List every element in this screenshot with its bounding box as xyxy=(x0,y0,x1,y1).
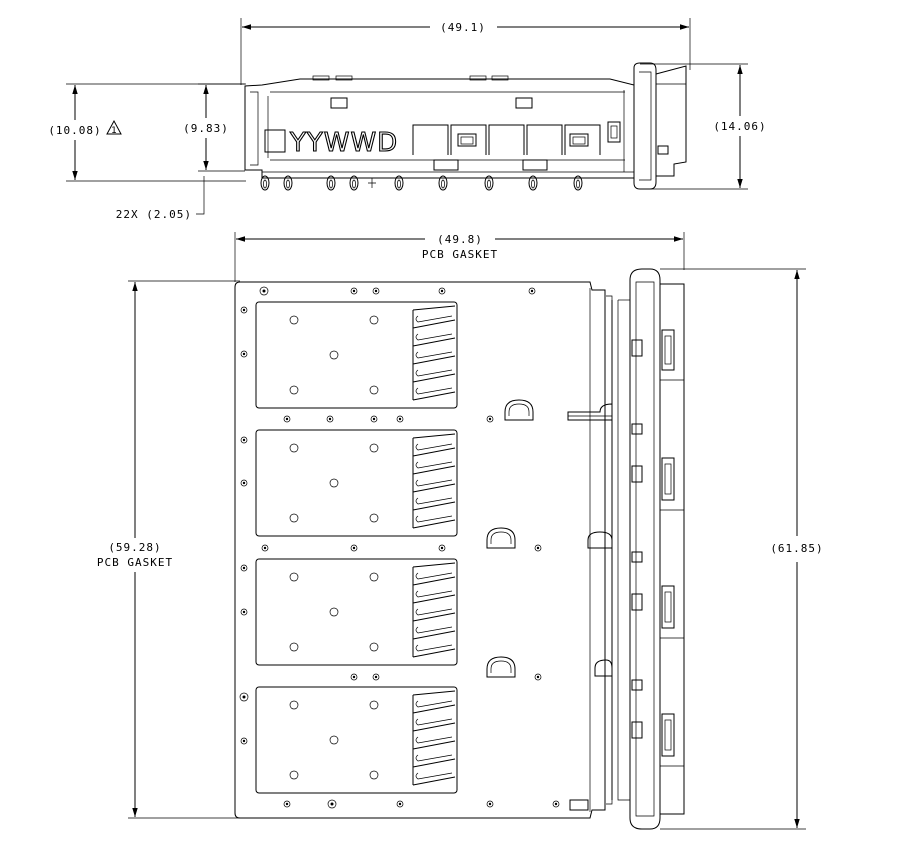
warning-triangle-icon: 1 xyxy=(106,119,122,136)
side-view: (49.1) (10.08) 1 (9.83) (14.06) 22X (2.0… xyxy=(48,18,766,221)
dim-top-width: (49.1) xyxy=(440,21,486,34)
dim-left-height: (10.08) xyxy=(48,124,101,137)
dim-pcb-height-label: PCB GASKET xyxy=(97,556,173,569)
dim-pcb-width: (49.8) xyxy=(437,233,483,246)
dim-overall-height: (61.85) xyxy=(770,542,823,555)
svg-text:1: 1 xyxy=(111,126,117,136)
port-cage-3 xyxy=(255,558,458,666)
dim-pcb-height: (59.28) xyxy=(108,541,161,554)
side-bezel xyxy=(633,62,687,190)
front-bezel xyxy=(606,268,685,830)
pcb-gasket-plate xyxy=(234,281,606,819)
pin-row xyxy=(260,175,583,191)
dim-pcb-width-label: PCB GASKET xyxy=(422,248,498,261)
port-cage-2 xyxy=(255,429,458,537)
dim-pin-spec: 22X (2.05) xyxy=(116,208,192,221)
side-body xyxy=(244,75,635,179)
dim-right-height: (14.06) xyxy=(713,120,766,133)
port-cage-4 xyxy=(255,686,458,794)
port-cage-1 xyxy=(255,301,458,409)
top-view: (49.8) PCB GASKET (59.28) PCB GASKET (61… xyxy=(97,232,823,830)
mounting-holes xyxy=(239,286,560,809)
dim-inner-height: (9.83) xyxy=(183,122,229,135)
date-code-marking: YYWWD xyxy=(289,128,398,158)
handle-loops xyxy=(486,399,613,811)
